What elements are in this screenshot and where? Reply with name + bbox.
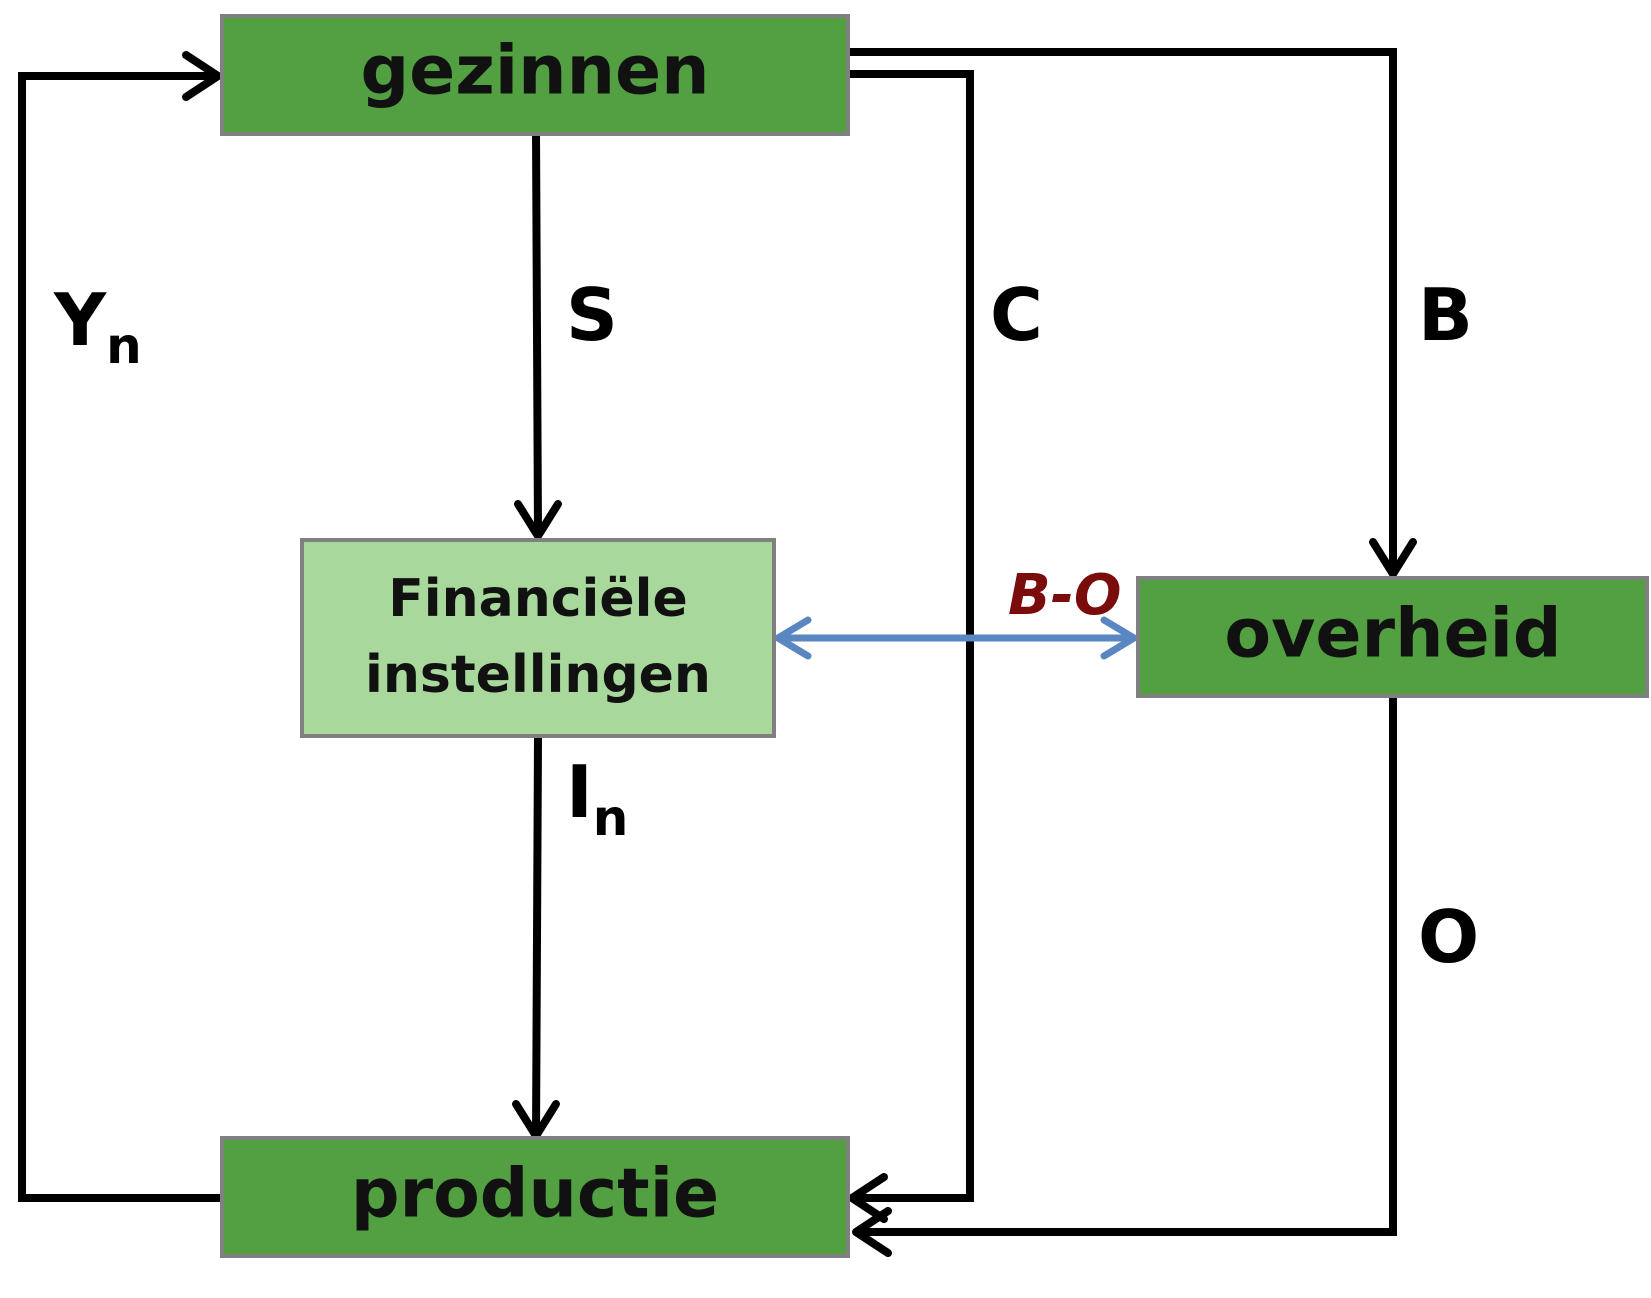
flow-line-s: [532, 131, 542, 537]
arrowhead-b-min-o-right: [1100, 616, 1138, 660]
flow-label-b: B: [1418, 273, 1473, 357]
flow-label-yn-main: Y: [53, 278, 107, 362]
flow-label-in-main: I: [566, 750, 593, 834]
arrowhead-o: [852, 1207, 892, 1257]
flow-label-o: O: [1418, 895, 1479, 979]
node-gezinnen: gezinnen: [220, 14, 850, 136]
flow-line-yn: [18, 72, 222, 1202]
flow-label-s: S: [566, 273, 618, 357]
node-financiele-instellingen: Financiële instellingen: [300, 538, 776, 738]
flow-line-o: [856, 696, 1397, 1236]
flow-label-in: In: [566, 750, 628, 847]
node-overheid-label: overheid: [1224, 595, 1561, 674]
flow-label-b-min-o: B-O: [1008, 563, 1122, 628]
arrowhead-b-min-o-left: [774, 616, 812, 660]
flow-label-c: C: [990, 273, 1043, 357]
node-productie: productie: [220, 1136, 850, 1258]
flow-lines: [18, 48, 1417, 1257]
arrowhead-b: [1369, 538, 1417, 578]
flow-label-yn: Yn: [53, 278, 142, 375]
node-overheid: overheid: [1136, 576, 1649, 698]
arrowhead-c: [848, 1173, 888, 1223]
node-gezinnen-label: gezinnen: [360, 32, 709, 111]
arrowhead-s: [514, 500, 562, 540]
flow-label-in-sub: n: [593, 789, 629, 847]
node-financiele-label-line1: Financiële: [388, 569, 687, 629]
flow-line-in: [532, 737, 542, 1137]
flow-label-yn-sub: n: [106, 317, 142, 375]
flow-line-b: [846, 48, 1397, 574]
node-productie-label: productie: [351, 1155, 719, 1234]
node-financiele-label-line2: instellingen: [365, 645, 711, 705]
arrowhead-yn: [182, 51, 222, 101]
